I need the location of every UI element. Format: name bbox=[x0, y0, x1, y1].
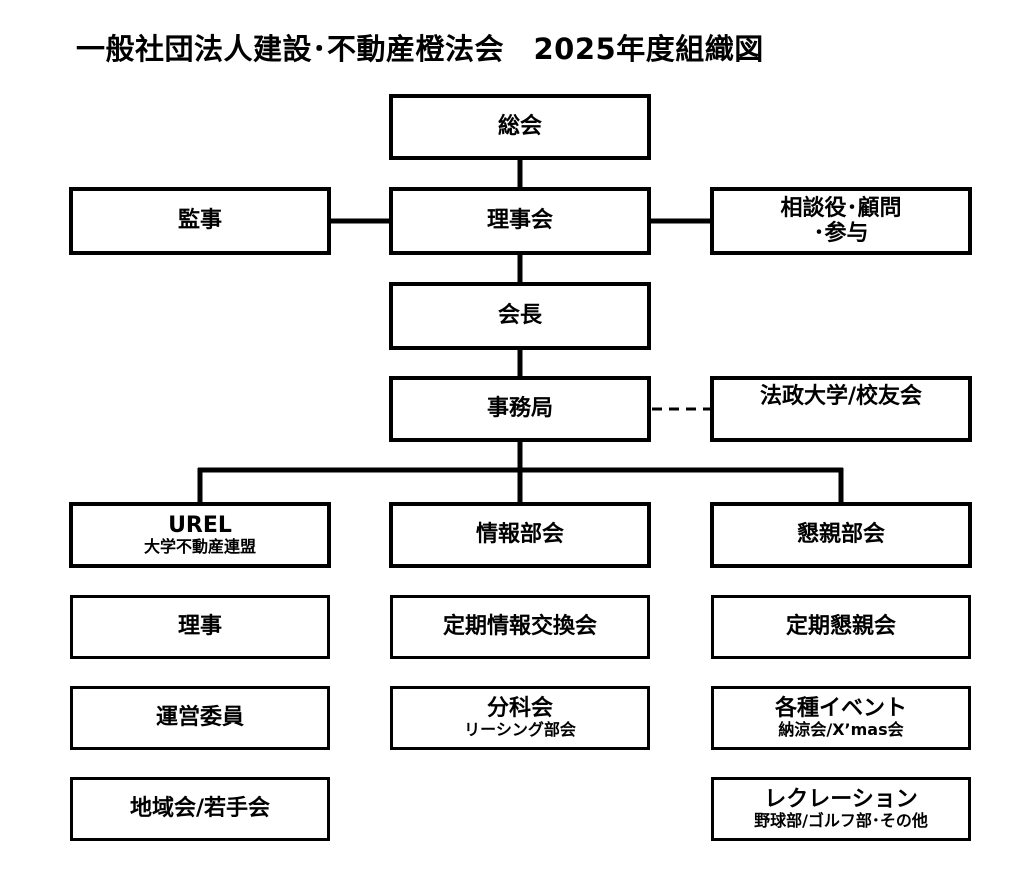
auditor-label: 監事 bbox=[177, 208, 222, 234]
events-label: 各種イベント bbox=[774, 696, 907, 722]
alumni-box: 法政大学/校友会 bbox=[710, 376, 972, 442]
alumni-label: 法政大学/校友会 bbox=[759, 384, 923, 409]
page-title: 一般社団法人建設･不動産橙法会 2025年度組織図 bbox=[76, 32, 764, 66]
advisors-label-line2: ･参与 bbox=[813, 221, 869, 246]
secretariat-label: 事務局 bbox=[486, 396, 553, 422]
events-box: 各種イベント 納涼会/X’mas会 bbox=[711, 686, 971, 750]
recreation-box: レクレーション 野球部/ゴルフ部･その他 bbox=[711, 777, 971, 841]
secretariat-box: 事務局 bbox=[389, 376, 651, 442]
subcommittee-label: 分科会 bbox=[486, 696, 553, 722]
president-label: 会長 bbox=[497, 303, 542, 329]
urel-sublabel: 大学不動産連盟 bbox=[143, 537, 256, 557]
auditor-box: 監事 bbox=[69, 187, 331, 255]
info-dept-label: 情報部会 bbox=[475, 522, 564, 548]
advisors-box: 相談役･顧問 ･参与 bbox=[710, 187, 972, 255]
board-label: 理事会 bbox=[486, 208, 553, 234]
social-dept-label: 懇親部会 bbox=[796, 522, 885, 548]
regional-box: 地域会/若手会 bbox=[70, 777, 330, 841]
urel-box: UREL 大学不動産連盟 bbox=[69, 502, 331, 568]
recreation-label: レクレーション bbox=[764, 787, 918, 813]
recreation-sublabel: 野球部/ゴルフ部･その他 bbox=[754, 811, 928, 831]
subcommittee-box: 分科会 リーシング部会 bbox=[390, 686, 650, 750]
events-sublabel: 納涼会/X’mas会 bbox=[778, 720, 904, 740]
social-dept-box: 懇親部会 bbox=[710, 502, 972, 568]
urel-label: UREL bbox=[168, 513, 232, 539]
steering-box: 運営委員 bbox=[70, 686, 330, 750]
steering-label: 運営委員 bbox=[155, 705, 244, 731]
regional-label: 地域会/若手会 bbox=[129, 796, 271, 822]
advisors-label-line1: 相談役･顧問 bbox=[780, 195, 902, 221]
info-exchange-box: 定期情報交換会 bbox=[390, 595, 650, 659]
president-box: 会長 bbox=[389, 282, 651, 350]
general-meeting-box: 総会 bbox=[389, 94, 651, 160]
board-box: 理事会 bbox=[389, 187, 651, 255]
info-exchange-label: 定期情報交換会 bbox=[442, 614, 597, 640]
subcommittee-sublabel: リーシング部会 bbox=[464, 720, 576, 740]
director-label: 理事 bbox=[177, 614, 222, 640]
regular-social-box: 定期懇親会 bbox=[711, 595, 971, 659]
director-box: 理事 bbox=[70, 595, 330, 659]
info-dept-box: 情報部会 bbox=[389, 502, 651, 568]
general-meeting-label: 総会 bbox=[497, 114, 542, 140]
regular-social-label: 定期懇親会 bbox=[785, 614, 896, 640]
